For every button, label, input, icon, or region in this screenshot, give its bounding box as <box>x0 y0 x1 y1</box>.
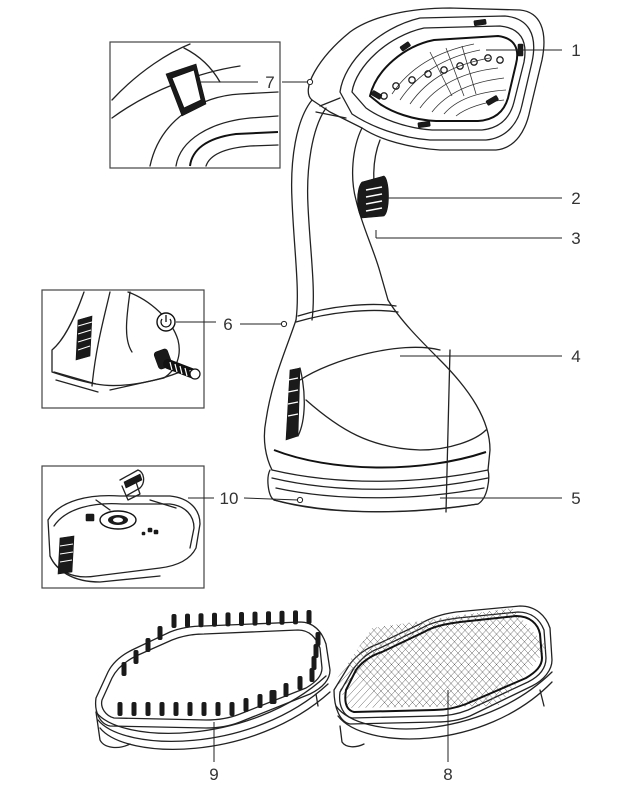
bristle <box>313 644 319 658</box>
callout-6: 6 <box>223 315 232 334</box>
callout-3: 3 <box>571 229 580 248</box>
bristle <box>133 650 139 664</box>
bristle <box>293 610 298 625</box>
detail-inset-lock-button <box>109 41 281 169</box>
detail-inset-power-button <box>41 289 205 409</box>
bristle <box>297 676 303 690</box>
bristle <box>269 690 275 704</box>
accessory-brush <box>94 610 331 750</box>
bristle <box>159 702 165 716</box>
bristle <box>309 668 315 682</box>
bristle <box>117 702 123 716</box>
callout-10-anchor <box>296 496 304 504</box>
bristle <box>239 612 244 626</box>
bristle <box>157 626 163 640</box>
bristle <box>201 702 207 716</box>
callout-6-anchor <box>280 320 288 328</box>
bristle <box>171 614 177 628</box>
bristle <box>121 662 127 676</box>
bristle <box>131 702 137 716</box>
callout-1: 1 <box>571 41 580 60</box>
callout-8: 8 <box>443 765 452 784</box>
bristle <box>215 702 221 716</box>
callout-9: 9 <box>209 765 218 784</box>
bristle <box>212 612 217 627</box>
bristle <box>283 683 289 697</box>
bristle <box>187 702 193 716</box>
bristle <box>185 613 190 628</box>
callout-labels: 1 2 3 4 5 6 7 8 9 10 <box>209 41 580 784</box>
bristle <box>243 698 249 712</box>
bristle <box>145 702 151 716</box>
callout-5: 5 <box>571 489 580 508</box>
callout-10: 10 <box>220 489 239 508</box>
power-cord <box>153 348 201 380</box>
bristle <box>311 656 317 670</box>
power-button-icon <box>156 312 176 332</box>
side-grip <box>285 367 305 441</box>
brush-bristles <box>117 610 321 716</box>
steamer-main-body <box>263 7 545 513</box>
callout-2: 2 <box>571 189 580 208</box>
callout-4: 4 <box>571 347 580 366</box>
bristle <box>229 702 235 716</box>
bristle <box>257 694 263 708</box>
bristle <box>279 610 285 625</box>
steam-holes <box>380 54 504 100</box>
bristle <box>173 702 179 716</box>
bristle <box>315 632 321 646</box>
bristle <box>306 610 312 624</box>
bristle <box>145 638 151 652</box>
detail-inset-water-inlet <box>41 465 205 589</box>
bristle <box>198 613 204 628</box>
leader-lines <box>176 49 562 762</box>
callout-7: 7 <box>265 73 274 92</box>
callout-7-anchor <box>306 78 314 86</box>
bristle <box>252 611 258 626</box>
steam-trigger <box>357 175 389 219</box>
bristle <box>225 612 231 627</box>
bristle <box>266 611 271 626</box>
